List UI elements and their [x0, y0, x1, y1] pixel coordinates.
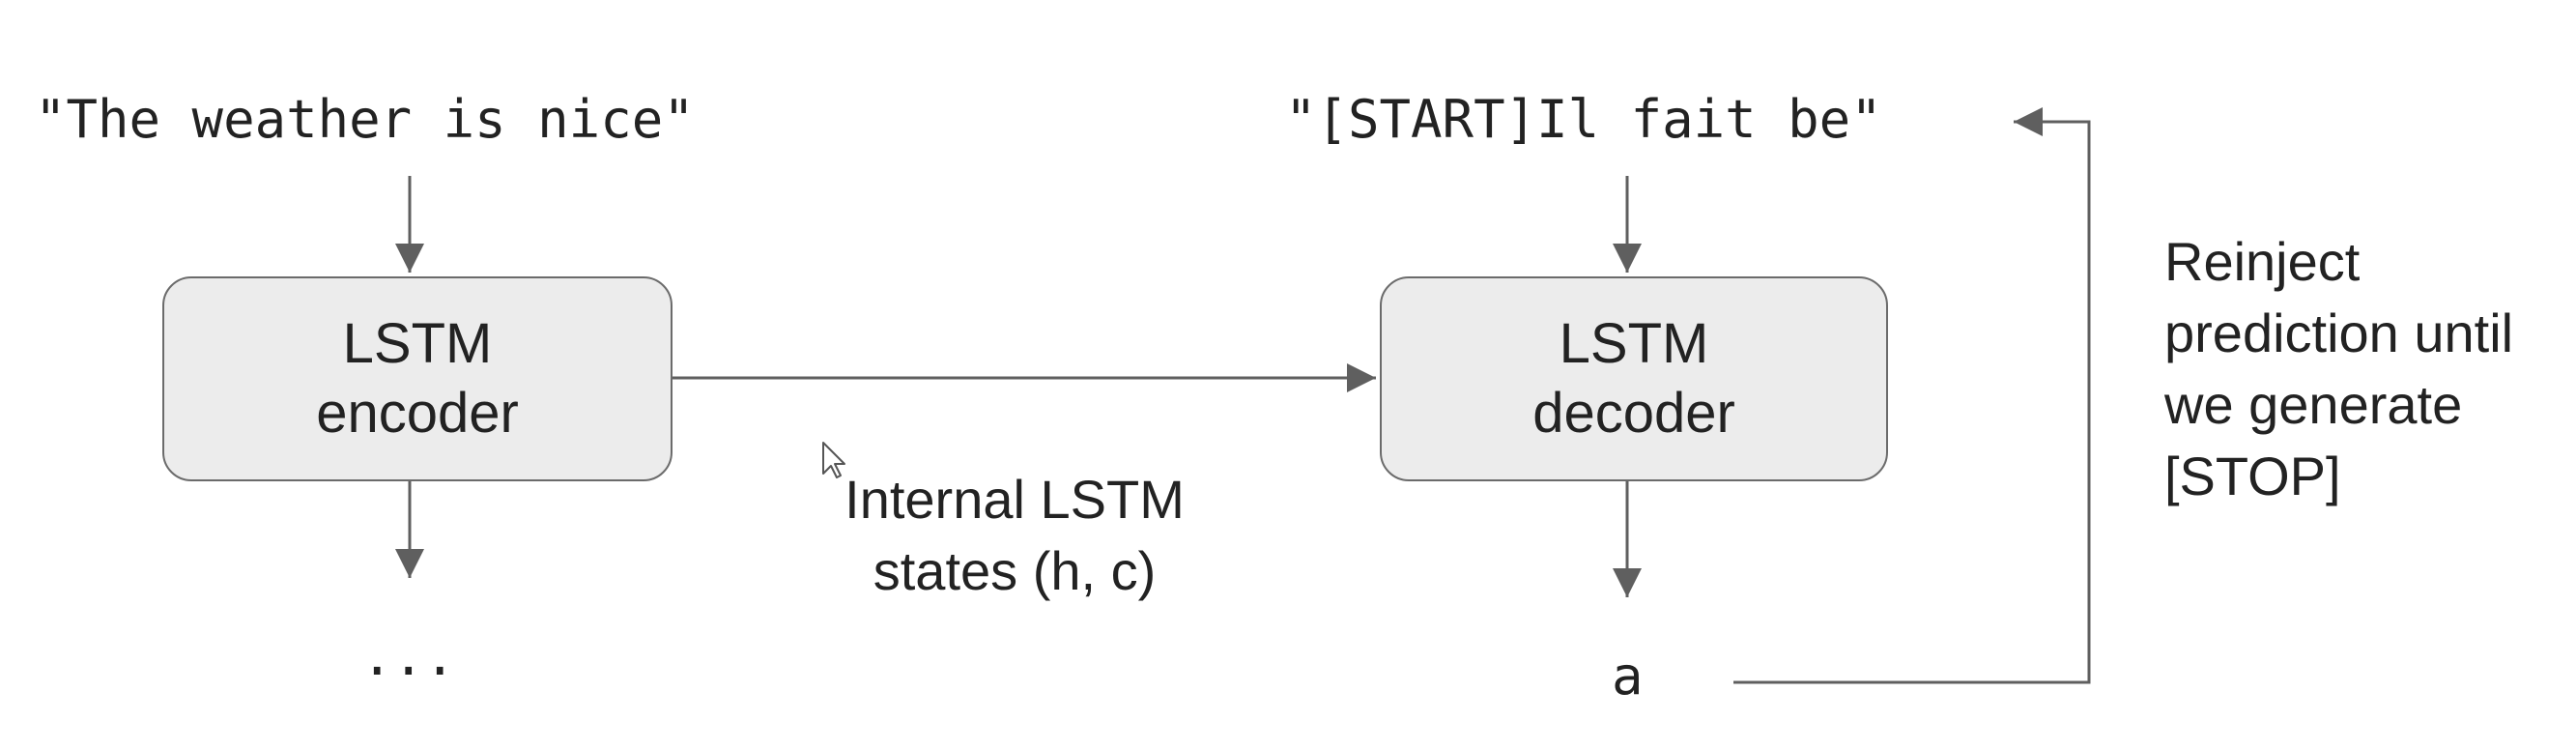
encoder-input-text: "The weather is nice": [35, 89, 695, 150]
mouse-cursor-icon: [822, 442, 845, 478]
reinject-label: Reinject prediction until we generate [S…: [2164, 226, 2513, 512]
reinject-label-line4: [STOP]: [2164, 446, 2341, 506]
states-label: Internal LSTM states (h, c): [812, 464, 1217, 607]
reinject-label-line1: Reinject: [2164, 231, 2361, 292]
decoder-box-line2: decoder: [1532, 382, 1735, 445]
decoder-box-label: LSTM decoder: [1532, 309, 1735, 448]
encoder-box-label: LSTM encoder: [316, 309, 519, 448]
reinject-label-line2: prediction until: [2164, 303, 2514, 363]
decoder-output-token: a: [1612, 646, 1644, 707]
decoder-box-line1: LSTM: [1559, 312, 1709, 375]
reinject-loop-arrow: [1733, 107, 2091, 684]
states-label-line2: states (h, c): [873, 540, 1157, 601]
lstm-decoder-box: LSTM decoder: [1380, 276, 1888, 481]
lstm-encoder-box: LSTM encoder: [162, 276, 673, 481]
encoder-box-line1: LSTM: [342, 312, 493, 375]
encoder-output-ellipsis: ...: [361, 626, 456, 687]
states-label-line1: Internal LSTM: [844, 469, 1185, 530]
decoder-input-text: "[START]Il fait be": [1285, 89, 1882, 150]
reinject-label-line3: we generate: [2164, 374, 2463, 435]
encoder-box-line2: encoder: [316, 382, 519, 445]
